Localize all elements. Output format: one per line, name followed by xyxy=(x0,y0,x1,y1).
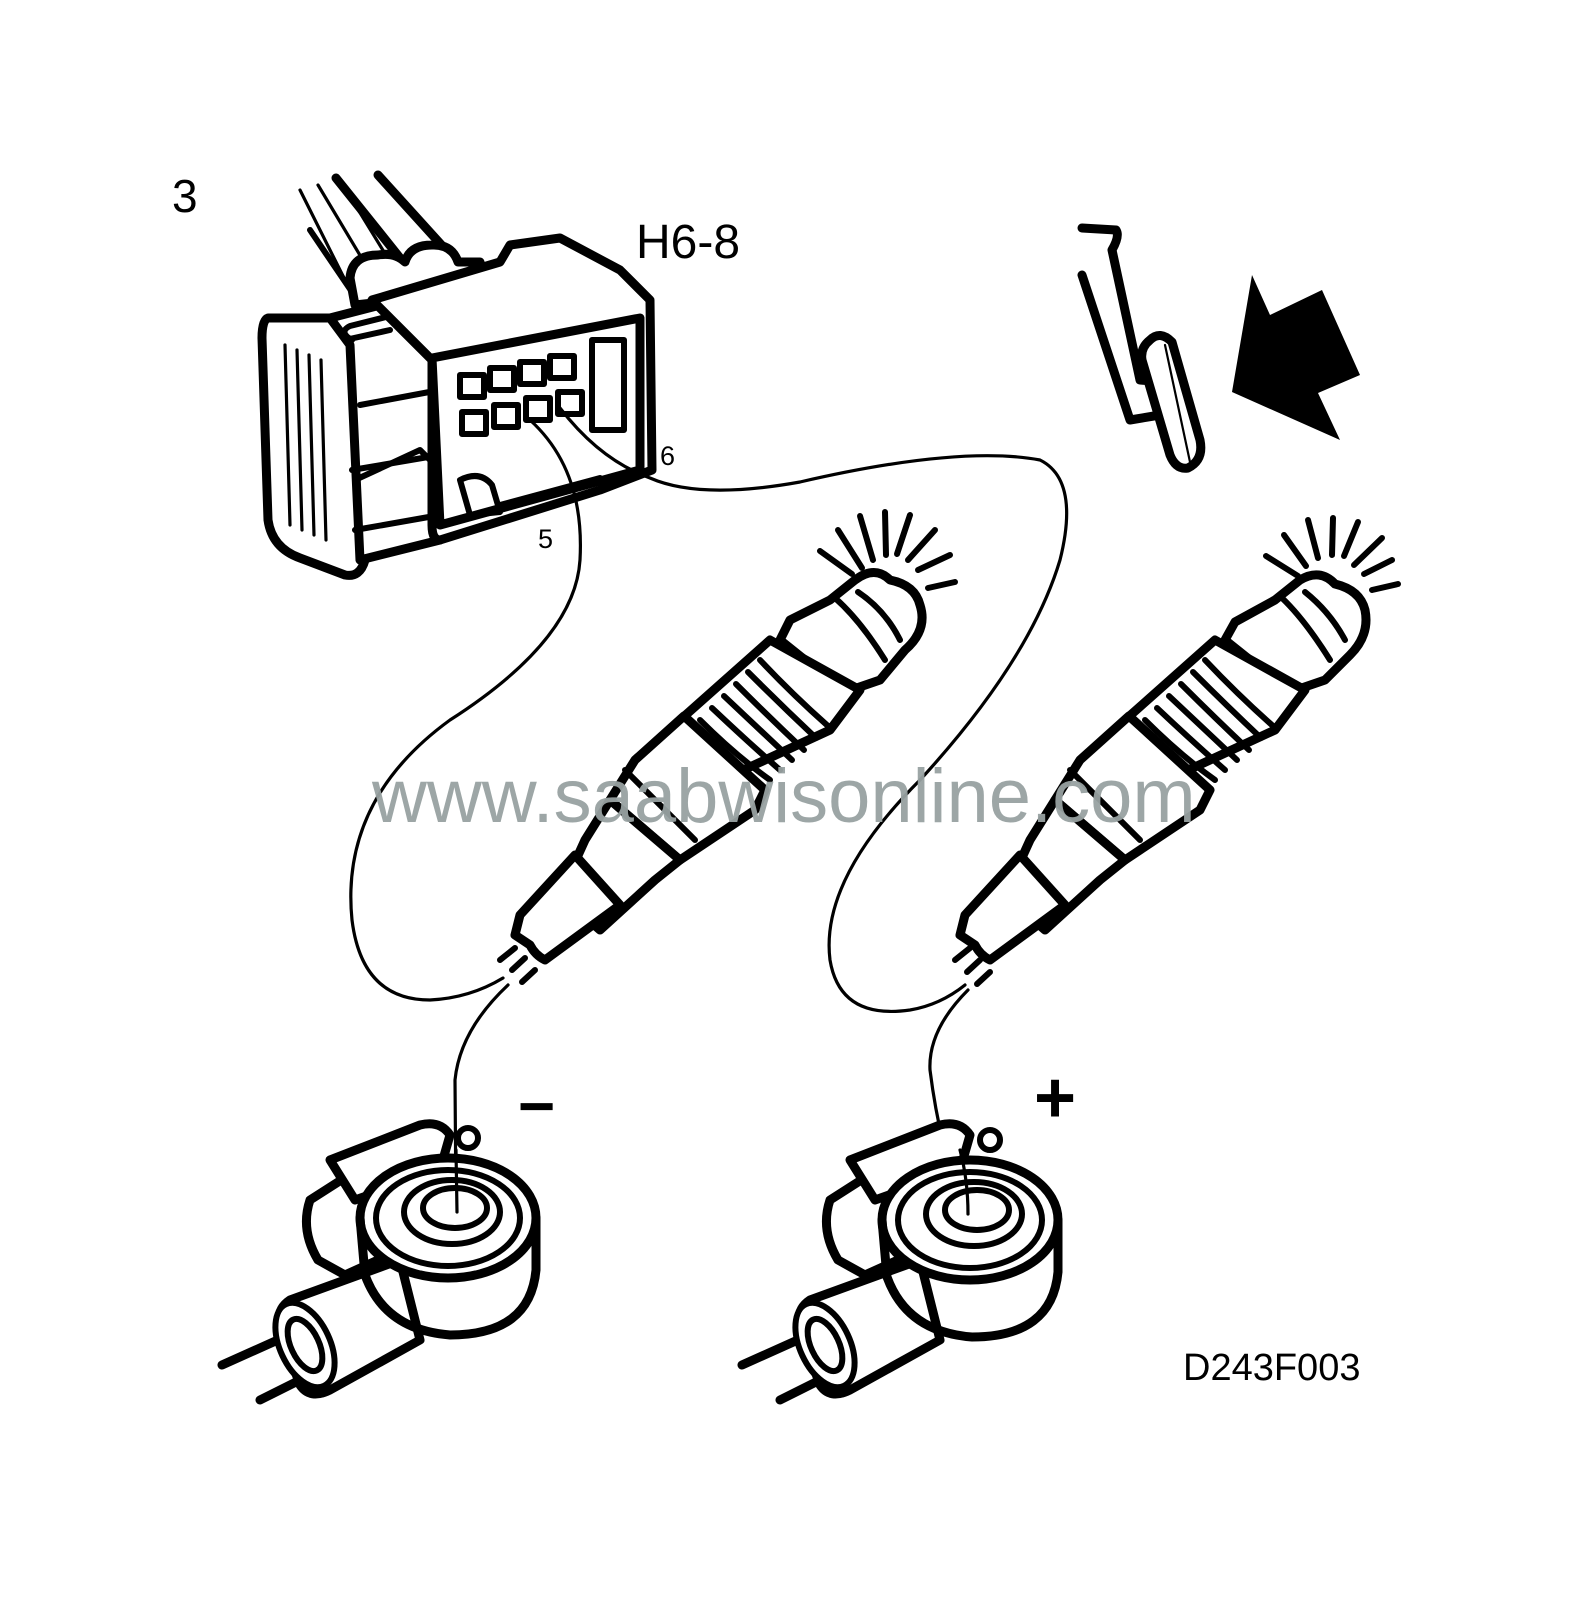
connector-wires xyxy=(298,170,451,295)
lamp-threads xyxy=(1142,657,1276,783)
polarity-positive: + xyxy=(1034,1058,1076,1138)
test-lamp-right xyxy=(952,515,1401,987)
lamp-threads xyxy=(697,657,831,783)
press-arrow-icon xyxy=(1232,275,1360,440)
watermark: www.saabwisonline.com xyxy=(371,754,1196,839)
step-number: 3 xyxy=(172,170,198,222)
accelerator-pedal-icon xyxy=(1077,223,1206,473)
pin-label-6: 6 xyxy=(660,441,675,471)
connector-pin-cavities xyxy=(457,337,627,518)
knock-sensor-left xyxy=(217,1119,541,1405)
connector-h6-8 xyxy=(257,170,657,580)
light-rays-icon xyxy=(817,509,958,591)
light-rays-icon xyxy=(1263,515,1401,593)
knock-sensor-right xyxy=(737,1119,1063,1405)
connector-ribs xyxy=(283,343,328,542)
sensor-lead-left xyxy=(454,1148,459,1214)
connector-label: H6-8 xyxy=(636,216,740,269)
polarity-negative: − xyxy=(518,1070,555,1142)
test-lamp-left xyxy=(497,509,958,985)
figure-id: D243F003 xyxy=(1183,1347,1360,1389)
test-wiring xyxy=(349,406,1069,1212)
sensor-lead-right xyxy=(958,1148,970,1216)
pin-label-5: 5 xyxy=(538,524,553,554)
